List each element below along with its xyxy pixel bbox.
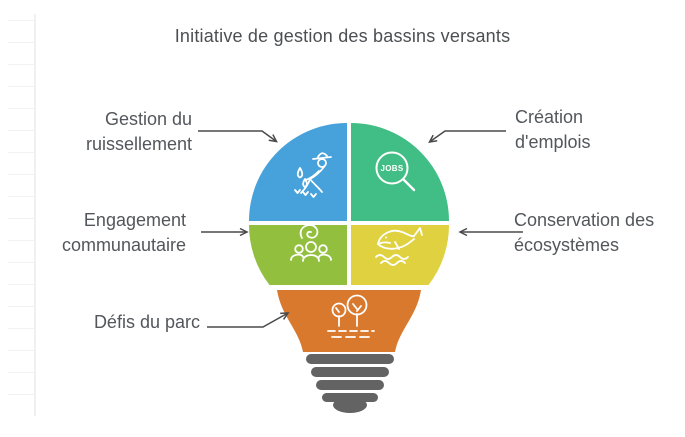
jobs-badge-text: JOBS [381,164,404,173]
label-job-creation: Création d'emplois [515,107,591,152]
ruler-ticks [8,20,35,416]
label-runoff-management: Gestion du ruissellement [85,109,192,154]
screw-tip [333,397,367,413]
screw-ridge [316,380,384,390]
people-group-icon [290,224,332,262]
arrow-jobs [428,130,506,143]
screw-ridge [311,367,389,377]
jobs-magnifier-icon: JOBS [375,151,416,192]
label-park-challenges: Défis du parc [93,312,200,332]
whale-waves-icon [375,227,423,266]
arrow-runoff [198,130,278,143]
connector-arrows [198,130,523,328]
screw-ridge [306,354,394,364]
label-community-engagement: Engagement communautaire [61,210,186,255]
ruler-line [34,14,36,416]
quadrant-ecosystems [351,225,449,285]
trees-ground-icon [327,294,375,338]
bulb-neck [277,290,421,352]
farmer-sowing-icon [294,152,332,198]
label-ecosystem-conservation: Conservation des écosystèmes [514,210,655,255]
arrow-park [207,312,290,328]
bulb-screw-base [306,354,394,413]
diagram-title: Initiative de gestion des bassins versan… [174,26,511,46]
quadrant-jobs [351,123,449,221]
